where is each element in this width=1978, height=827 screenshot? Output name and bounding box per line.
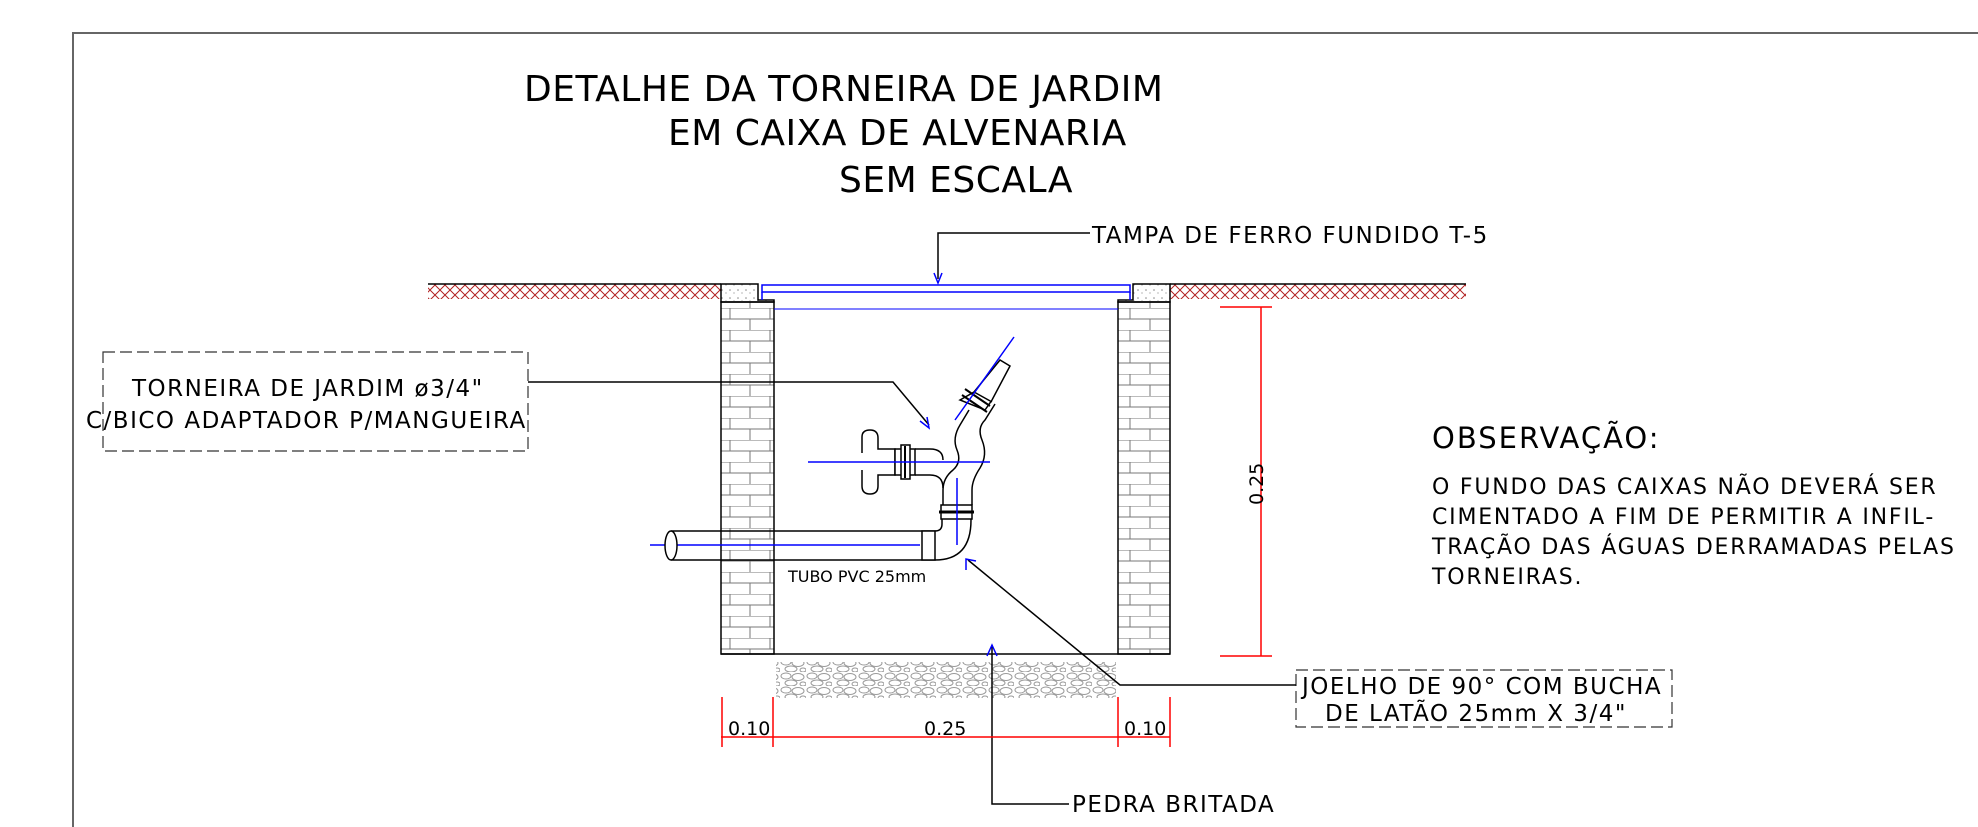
leader-pedra [986,643,1069,805]
label-pedra: PEDRA BRITADA [1072,792,1275,818]
leader-joelho [965,558,1673,728]
masonry-box [720,283,1171,655]
title-line-3: SEM ESCALA [839,160,1073,201]
leader-tampa [933,232,1090,286]
ground-surface [428,283,1466,299]
left-rim [720,283,775,303]
observacao-title: OBSERVAÇÃO: [1432,421,1660,455]
drawing-frame [72,32,1978,827]
label-tubo: TUBO PVC 25mm [787,567,926,586]
gravel-bed [776,662,1116,698]
right-rim [1117,283,1171,303]
title-line-1: DETALHE DA TORNEIRA DE JARDIM [524,69,1163,110]
label-torneira-line-2: C/BICO ADAPTADOR P/MANGUEIRA [86,408,527,434]
title-line-2: EM CAIXA DE ALVENARIA [668,113,1127,154]
cast-iron-lid [761,284,1131,310]
observacao-line-2: CIMENTADO A FIM DE PERMITIR A INFIL- [1432,505,1935,530]
label-torneira-line-1: TORNEIRA DE JARDIM ø3/4" [131,376,484,402]
pvc-pipe [650,478,974,561]
dimension-inner-width-label: 0.25 [924,718,966,740]
leader-torneira [102,351,931,452]
dimension-widths [721,697,1171,747]
observacao-line-4: TORNEIRAS. [1431,565,1583,590]
dimension-height-label: 0.25 [1246,463,1268,505]
label-joelho-line-2: DE LATÃO 25mm X 3/4" [1325,699,1627,727]
observacao-line-1: O FUNDO DAS CAIXAS NÃO DEVERÁ SER [1432,473,1938,500]
garden-faucet [808,336,1015,505]
label-joelho-line-1: JOELHO DE 90° COM BUCHA [1300,674,1662,700]
observacao-line-3: TRAÇÃO DAS ÁGUAS DERRAMADAS PELAS [1431,533,1956,560]
dimension-wall-left-label: 0.10 [728,718,770,740]
left-wall [720,301,775,655]
dimension-wall-right-label: 0.10 [1124,718,1166,740]
label-tampa: TAMPA DE FERRO FUNDIDO T-5 [1091,223,1489,249]
dimension-height [1220,306,1272,657]
right-wall [1117,301,1171,655]
